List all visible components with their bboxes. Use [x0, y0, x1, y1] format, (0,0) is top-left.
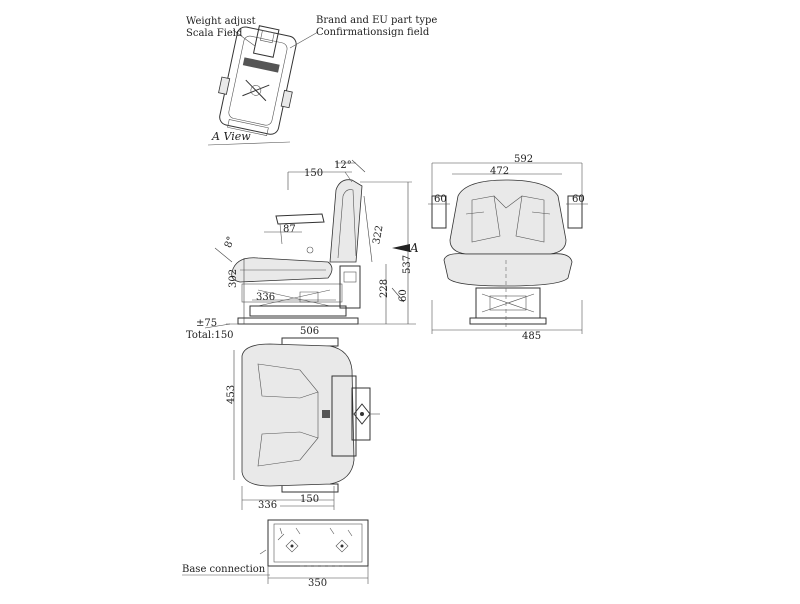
dim-seat-front: 336	[256, 292, 275, 303]
dim-armrest: 87	[283, 224, 296, 235]
dim-plan-depth: 453	[226, 385, 237, 404]
dim-angle-seat: 8°	[223, 235, 237, 249]
a-view-sketch	[207, 25, 319, 146]
dim-total-height: 537	[402, 255, 413, 274]
front-view	[428, 162, 588, 334]
dim-back-height: 322	[371, 224, 385, 245]
dim-angle-back: 12°	[334, 160, 352, 171]
dim-base-width: 485	[522, 331, 541, 342]
brand-eu-label: Brand and EU part type	[316, 15, 437, 26]
dim-base-height: 228	[379, 279, 390, 298]
confirmation-sign-label: Confirmationsign field	[316, 27, 430, 38]
base-connection-label: Base connection	[182, 564, 266, 575]
dim-plan-rail: 150	[300, 494, 319, 505]
view-marker: A	[409, 241, 419, 255]
base-connection-view	[259, 519, 369, 584]
dim-travel: ±75	[196, 318, 217, 329]
dim-length: 506	[300, 326, 319, 337]
plan-view	[233, 337, 380, 510]
dim-seat-depth-top: 150	[304, 168, 323, 179]
dim-seat-height: 302	[228, 269, 239, 288]
side-view	[204, 159, 416, 329]
dim-armrest-left: 60	[434, 194, 447, 205]
dim-armrest-right: 60	[572, 194, 585, 205]
a-view-label: A View	[211, 130, 251, 143]
total-label: Total:150	[186, 330, 234, 341]
weight-adjust-label: Weight adjust	[186, 16, 256, 27]
dim-base-len: 350	[308, 578, 327, 589]
dim-back-width: 472	[490, 166, 509, 177]
dim-width-total: 592	[514, 154, 533, 165]
scala-field-label: Scala Field	[186, 28, 243, 39]
dim-plan-front: 336	[258, 500, 277, 511]
dim-tilt: 60	[398, 289, 409, 302]
